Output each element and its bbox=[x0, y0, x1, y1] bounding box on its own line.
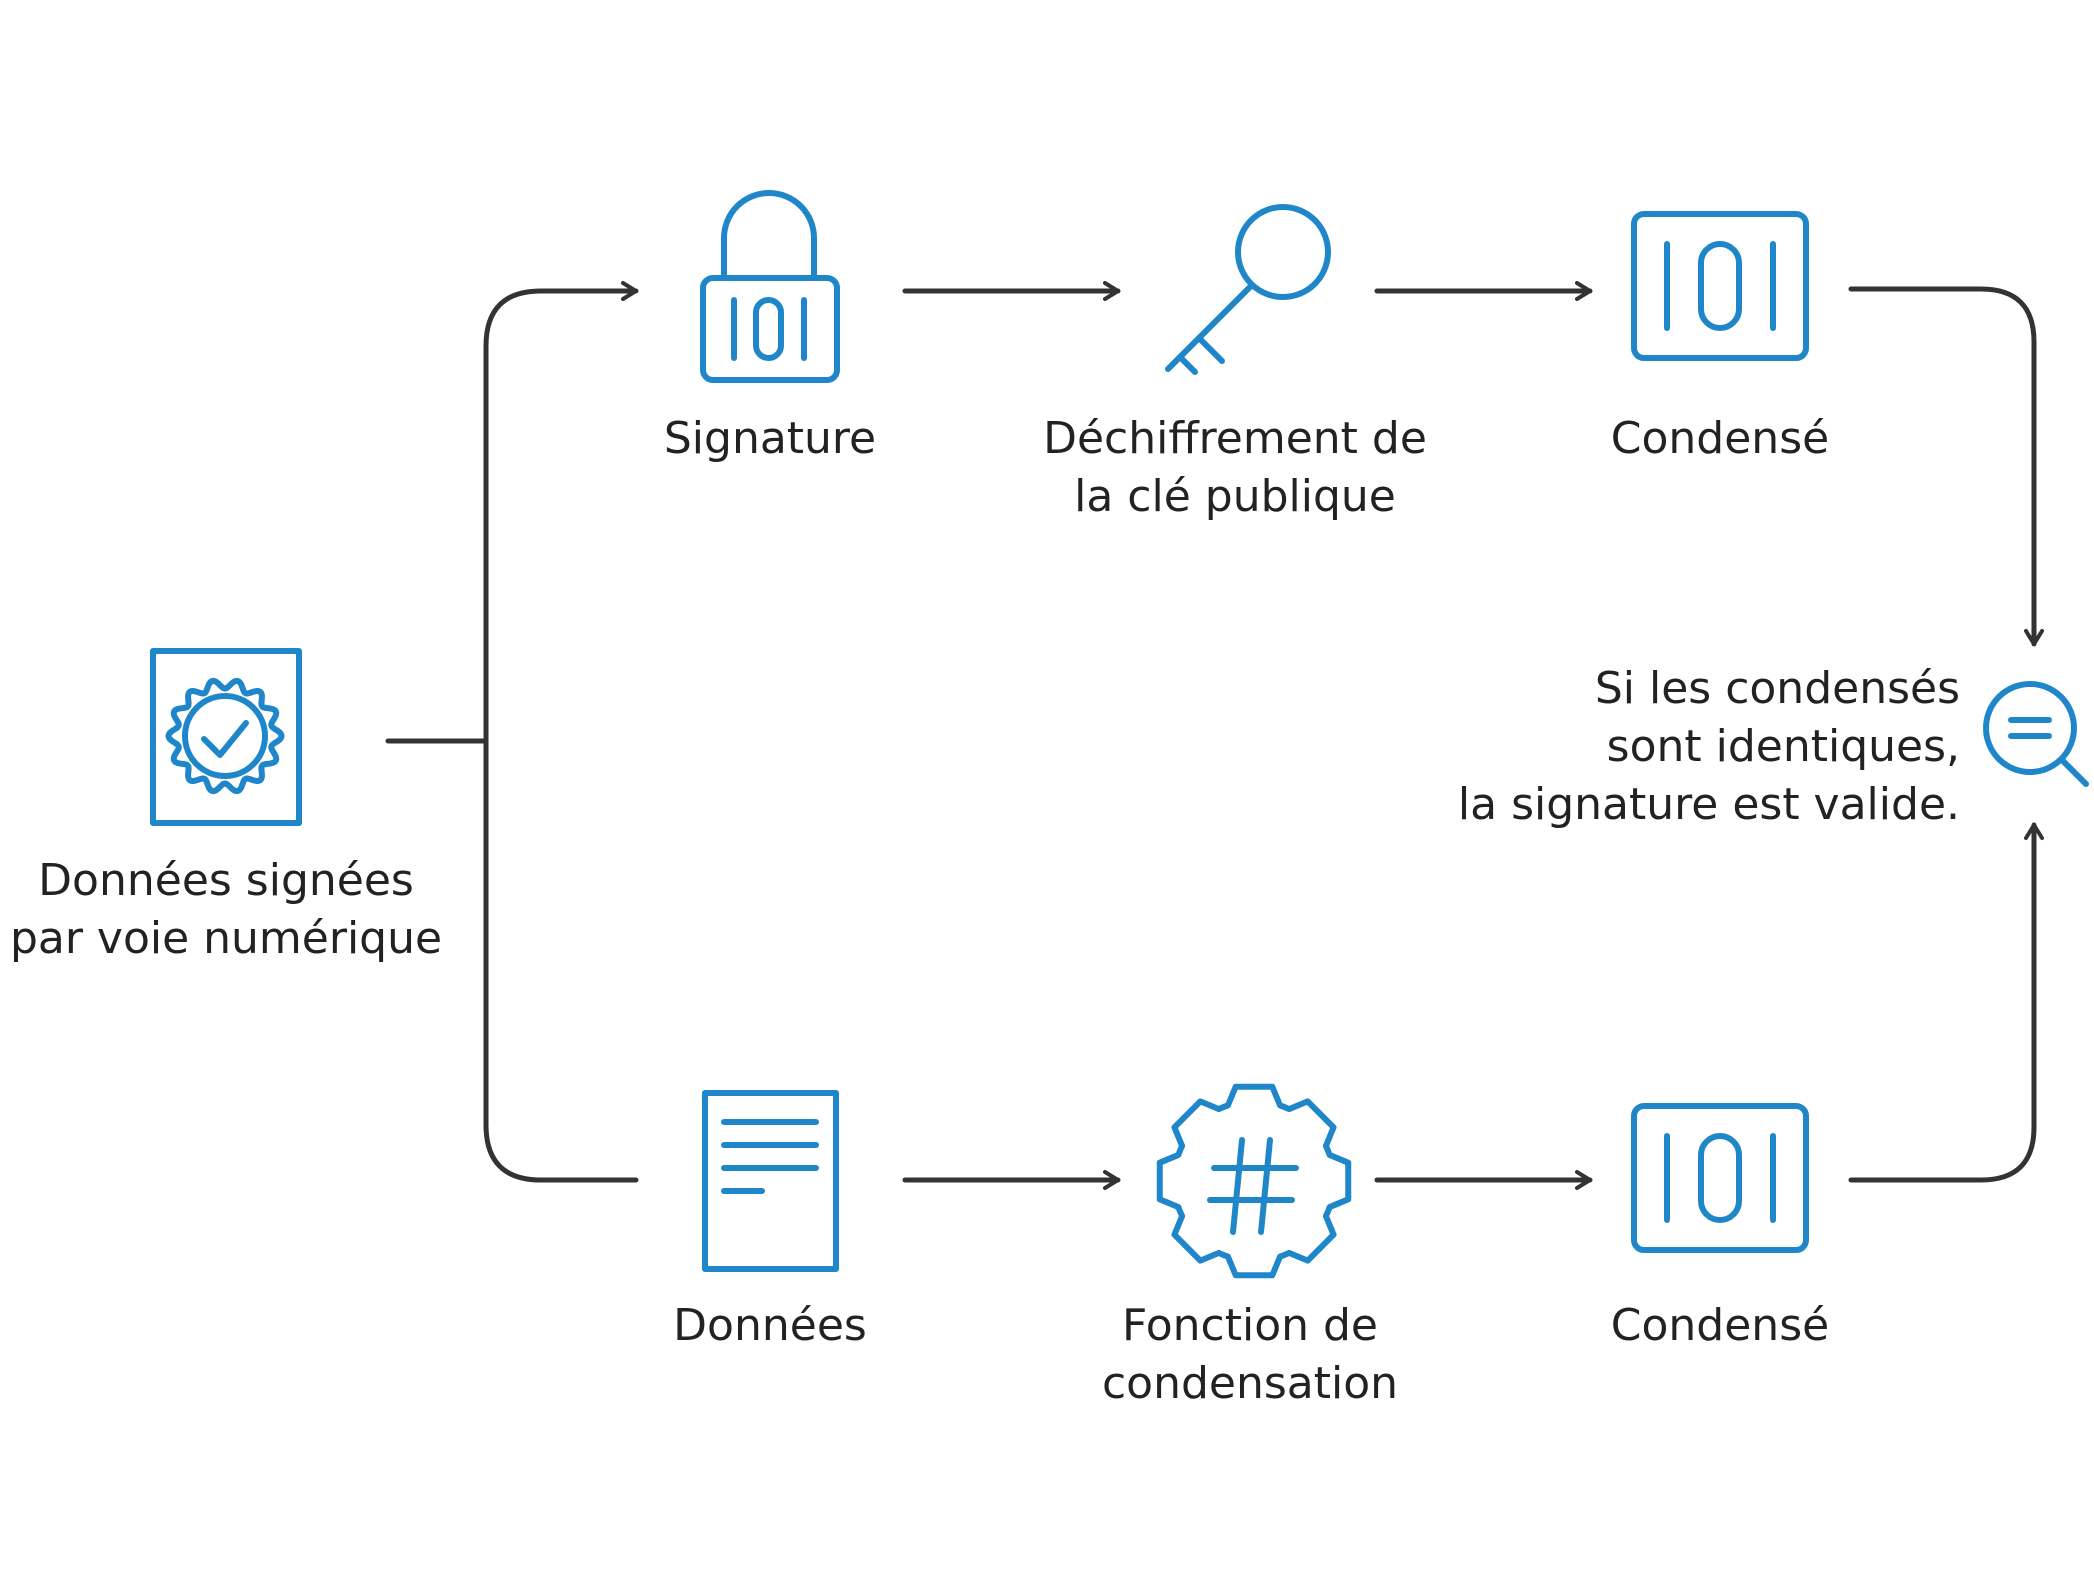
connector-split-bottom bbox=[483, 738, 639, 1183]
label-compare: Si les condensés sont identiques, la sig… bbox=[1420, 660, 1960, 834]
rosette bbox=[165, 677, 285, 795]
label-line: par voie numérique bbox=[9, 913, 443, 964]
label-line: Fonction de bbox=[1121, 1300, 1378, 1351]
label-line: Condensé bbox=[1610, 1300, 1830, 1351]
label-line: sont identiques, bbox=[1606, 721, 1960, 772]
arrow-hash-bottom-to-compare bbox=[1848, 822, 2044, 1183]
key-icon bbox=[1165, 204, 1331, 375]
arrow-hash-top-to-compare bbox=[1848, 286, 2044, 647]
connectors bbox=[385, 281, 2044, 1190]
label-line: Données bbox=[673, 1300, 867, 1351]
label-line: la clé publique bbox=[1074, 471, 1396, 522]
label-line: Si les condensés bbox=[1594, 663, 1960, 714]
label-line: Signature bbox=[663, 413, 877, 464]
label-data: Données bbox=[620, 1297, 920, 1355]
label-line: Données signées bbox=[38, 855, 414, 906]
gear-outline bbox=[1156, 1083, 1352, 1279]
certificate-icon bbox=[150, 648, 302, 826]
label-line: Déchiffrement de bbox=[1043, 413, 1427, 464]
label-line: condensation bbox=[1101, 1358, 1399, 1409]
label-hash-function: Fonction de condensation bbox=[1050, 1297, 1450, 1413]
connector-split-top bbox=[483, 281, 639, 744]
binary-box-icon bbox=[1631, 211, 1809, 361]
icons bbox=[150, 190, 2089, 1279]
label-decrypt: Déchiffrement de la clé publique bbox=[1020, 410, 1450, 526]
document-icon bbox=[702, 1090, 839, 1272]
gear-hash-icon bbox=[1156, 1083, 1352, 1279]
binary-box-icon bbox=[1631, 1103, 1809, 1253]
label-signature: Signature bbox=[620, 410, 920, 468]
label-hash-bottom: Condensé bbox=[1570, 1297, 1870, 1355]
label-hash-top: Condensé bbox=[1570, 410, 1870, 468]
label-line: Condensé bbox=[1610, 413, 1830, 464]
label-source: Données signées par voie numérique bbox=[0, 852, 452, 968]
label-line: la signature est valide. bbox=[1457, 779, 1960, 830]
lock-binary-icon bbox=[700, 190, 840, 383]
magnifier-equals-icon bbox=[1983, 681, 2089, 787]
